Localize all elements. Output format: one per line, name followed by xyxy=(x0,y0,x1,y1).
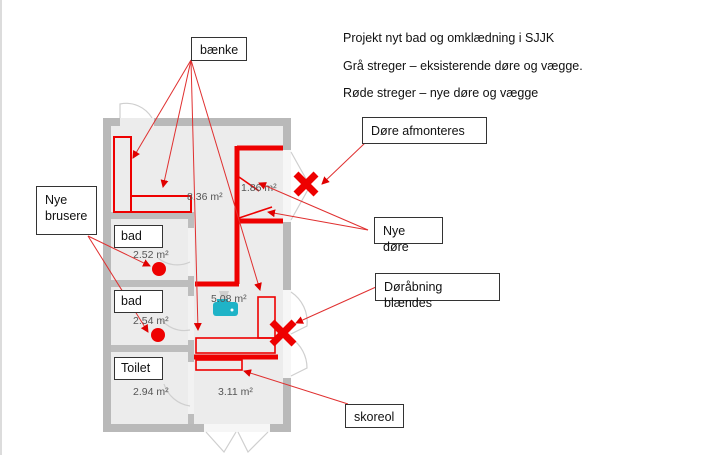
project-title: Projekt nyt bad og omklædning i SJJK xyxy=(343,31,555,45)
callout-new-showers-line1: Nye xyxy=(45,193,68,207)
area-toilet: 2.94 m² xyxy=(133,386,169,398)
shoe-rack xyxy=(195,359,243,371)
blind-door-x-icon xyxy=(269,319,297,347)
remove-door-x-icon xyxy=(293,171,319,197)
shower-icon xyxy=(151,328,165,342)
callout-benches: bænke xyxy=(191,37,247,61)
room-label-toilet: Toilet xyxy=(114,357,163,380)
room-label-bath1: bad xyxy=(114,225,163,248)
legend-red: Røde streger – nye døre og vægge xyxy=(343,86,539,100)
callout-shoe-rack: skoreol xyxy=(345,404,404,428)
callout-door-blinded: Døråbning blændes xyxy=(375,273,500,310)
bench-left xyxy=(113,136,132,213)
callout-new-doors: Nye døre xyxy=(374,217,443,254)
legend-grey: Grå streger – eksisterende døre og vægge… xyxy=(343,59,583,73)
area-changing: 8.36 m² xyxy=(187,191,223,203)
callout-new-showers: Nye brusere xyxy=(36,186,97,235)
existing-door-top xyxy=(119,102,153,119)
area-bath1: 2.52 m² xyxy=(133,249,169,261)
bench-bottom xyxy=(130,195,192,213)
callout-doors-removed: Døre afmonteres xyxy=(362,117,487,144)
shower-icon xyxy=(152,262,166,276)
area-entry: 3.11 m² xyxy=(218,386,253,398)
area-sink: 5.08 m² xyxy=(211,293,247,305)
page-edge xyxy=(0,0,2,455)
callout-new-showers-line2: brusere xyxy=(45,209,88,223)
callout-arrows xyxy=(87,59,377,405)
sink-icon xyxy=(213,291,238,316)
room-label-bath2: bad xyxy=(114,290,163,313)
